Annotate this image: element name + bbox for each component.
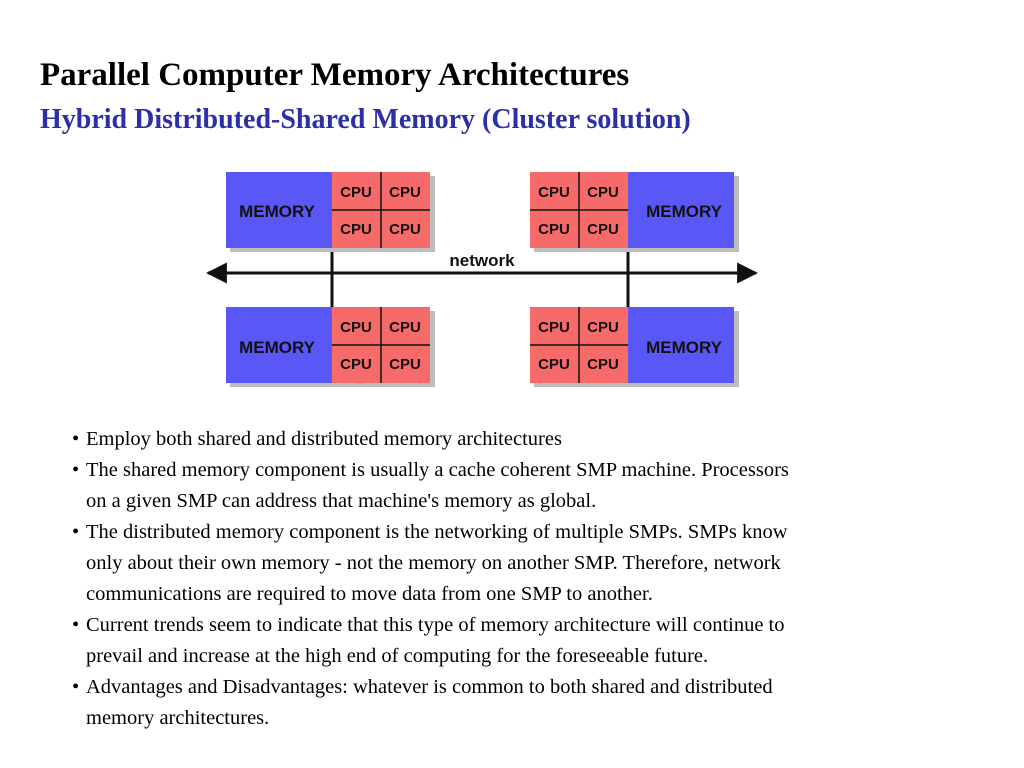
cpu-label: CPU (587, 184, 619, 201)
smp-node-bottom-left: MEMORY CPU CPU CPU CPU (226, 307, 435, 387)
cpu-label: CPU (389, 221, 421, 238)
bullet-item: • Current trends seem to indicate that t… (72, 610, 982, 672)
bullet-marker: • (72, 459, 80, 481)
memory-label: MEMORY (646, 202, 723, 221)
memory-block (628, 307, 734, 383)
cpu-label: CPU (340, 221, 372, 238)
memory-label: MEMORY (239, 338, 316, 357)
slide-title: Parallel Computer Memory Architectures (40, 57, 630, 93)
cluster-diagram: network MEMORY CPU CPU CPU CPU MEMORY CP… (205, 172, 759, 387)
cpu-label: CPU (340, 356, 372, 373)
smp-node-bottom-right: MEMORY CPU CPU CPU CPU (530, 307, 739, 387)
cpu-label: CPU (587, 356, 619, 373)
bullet-item: • The shared memory component is usually… (72, 455, 982, 517)
bullet-marker: • (72, 428, 80, 450)
bullet-text: Current trends seem to indicate that thi… (86, 614, 785, 667)
bullet-marker: • (72, 521, 80, 543)
cpu-label: CPU (587, 221, 619, 238)
bullet-text: Advantages and Disadvantages: whatever i… (86, 676, 773, 729)
bullet-item: • The distributed memory component is th… (72, 517, 982, 610)
slide-subtitle: Hybrid Distributed-Shared Memory (Cluste… (40, 104, 691, 135)
cpu-label: CPU (389, 184, 421, 201)
cpu-label: CPU (340, 319, 372, 336)
cpu-label: CPU (587, 319, 619, 336)
cpu-label: CPU (538, 356, 570, 373)
bullet-marker: • (72, 676, 80, 698)
bullet-item: • Advantages and Disadvantages: whatever… (72, 672, 982, 734)
memory-block (226, 307, 332, 383)
cpu-label: CPU (538, 184, 570, 201)
bullet-text: The shared memory component is usually a… (86, 459, 789, 512)
cpu-label: CPU (538, 319, 570, 336)
cpu-label: CPU (389, 319, 421, 336)
bullet-marker: • (72, 614, 80, 636)
network-label-bg (438, 249, 524, 271)
bullet-text: The distributed memory component is the … (86, 521, 788, 605)
bullet-list: • Employ both shared and distributed mem… (72, 424, 982, 734)
memory-label: MEMORY (646, 338, 723, 357)
network-label: network (449, 251, 515, 270)
cpu-label: CPU (389, 356, 421, 373)
cpu-label: CPU (538, 221, 570, 238)
memory-block (226, 172, 332, 248)
cpu-label: CPU (340, 184, 372, 201)
memory-block (628, 172, 734, 248)
bullet-text: Employ both shared and distributed memor… (86, 428, 562, 450)
smp-node-top-left: MEMORY CPU CPU CPU CPU (226, 172, 435, 252)
smp-node-top-right: MEMORY CPU CPU CPU CPU (530, 172, 739, 252)
memory-label: MEMORY (239, 202, 316, 221)
bullet-item: • Employ both shared and distributed mem… (72, 424, 982, 455)
